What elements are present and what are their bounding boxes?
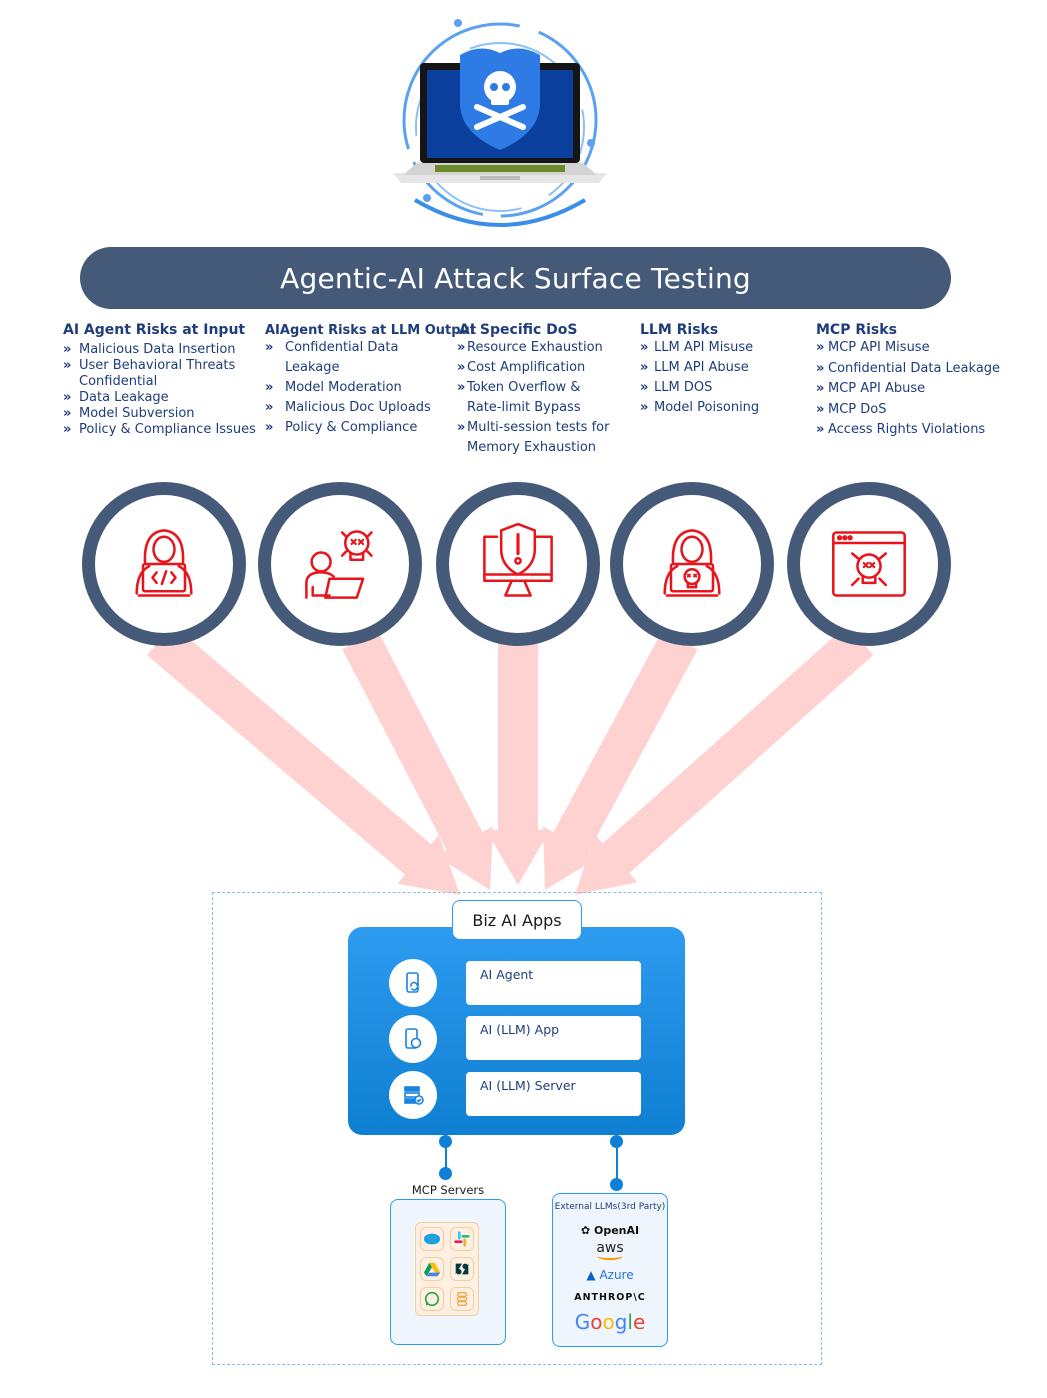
- app-row-label: AI (LLM) App: [480, 1022, 560, 1037]
- risk-column-agent-input: AI Agent Risks at Input Malicious Data I…: [63, 322, 256, 438]
- app-row-label: AI Agent: [480, 967, 534, 982]
- attack-arrow-2: [342, 630, 494, 890]
- server-check-icon: [389, 1071, 437, 1119]
- risk-item: Data Leakage: [63, 390, 256, 406]
- user-laptop-skull-icon: [305, 530, 373, 599]
- risk-item: Model Poisoning: [640, 398, 759, 418]
- google-logo: Google: [552, 1310, 668, 1334]
- risk-circle-mcp: [787, 482, 951, 646]
- google-letter: l: [627, 1310, 633, 1334]
- risk-circle-llm-output: [258, 482, 422, 646]
- risk-item: MCP API Misuse: [816, 338, 1000, 359]
- risk-item: Confidential Data Leakage: [816, 359, 1000, 380]
- attack-arrow-3: [486, 640, 550, 885]
- biz-ai-apps-title: Biz AI Apps: [452, 900, 582, 940]
- database-icon: [450, 1287, 474, 1311]
- attack-arrow-4: [542, 630, 698, 890]
- browser-skull-icon: [832, 531, 906, 597]
- mcp-logo-grid: [415, 1222, 479, 1316]
- risk-item: LLM API Abuse: [640, 358, 759, 378]
- risk-column-llm: LLM Risks LLM API Misuse LLM API Abuse L…: [640, 322, 759, 418]
- openai-icon: ✿: [580, 1224, 591, 1237]
- hacker-skull-laptop-icon: [663, 529, 721, 597]
- risk-item: Cost Amplification: [457, 358, 609, 378]
- aws-smile-icon: [597, 1252, 623, 1260]
- risk-column-llm-output: AIAgent Risks at LLM Output Confidential…: [265, 323, 476, 438]
- risk-list: Confidential Data Leakage Model Moderati…: [265, 338, 476, 438]
- google-letter: o: [602, 1310, 615, 1334]
- attack-arrow-1: [147, 624, 460, 895]
- risk-circle-ai-dos: [436, 482, 600, 646]
- risk-column-ai-dos: AI Specific DoS Resource Exhaustion Cost…: [457, 322, 609, 458]
- risk-list: LLM API Misuse LLM API Abuse LLM DOS Mod…: [640, 338, 759, 418]
- salesforce-logo-icon: [420, 1227, 444, 1251]
- external-llms-box: [552, 1193, 668, 1347]
- hacker-code-laptop-icon: [135, 529, 193, 597]
- risk-column-mcp: MCP Risks MCP API Misuse Confidential Da…: [816, 322, 1000, 441]
- app-region-boundary: [212, 892, 822, 1365]
- risk-list: MCP API Misuse Confidential Data Leakage…: [816, 338, 1000, 441]
- risk-item: Token Overflow & Rate-limit Bypass: [457, 378, 609, 418]
- aws-logo: aws: [552, 1240, 668, 1260]
- zendesk-logo-icon: [450, 1257, 474, 1281]
- google-letter: G: [574, 1310, 591, 1334]
- connector-dot: [610, 1178, 623, 1191]
- google-drive-logo-icon: [420, 1257, 444, 1281]
- phone-sync-icon: [389, 959, 437, 1007]
- azure-icon: ▲: [586, 1268, 596, 1282]
- connector-line-mcp: [445, 1141, 447, 1175]
- whatsapp-logo-icon: [420, 1287, 444, 1311]
- risk-item: Malicious Doc Uploads: [265, 398, 476, 418]
- mcp-servers-title: MCP Servers: [411, 1183, 485, 1197]
- risk-item: LLM API Misuse: [640, 338, 759, 358]
- risk-item: Policy & Compliance: [265, 418, 476, 438]
- risk-item: Confidential Data Leakage: [265, 338, 476, 378]
- risk-item: MCP API Abuse: [816, 379, 1000, 400]
- app-row-label: AI (LLM) Server: [480, 1078, 576, 1093]
- app-row-llm-app[interactable]: AI (LLM) App: [466, 1016, 641, 1060]
- external-llms-title: External LLMs(3rd Party): [554, 1202, 666, 1212]
- risk-circle-llm: [610, 482, 774, 646]
- monitor-shield-alert-icon: [483, 522, 553, 597]
- google-letter: o: [590, 1310, 603, 1334]
- risk-list: Resource Exhaustion Cost Amplification T…: [457, 338, 609, 458]
- risk-item: Policy & Compliance Issues: [63, 422, 256, 438]
- risk-item: User Behavioral Threats Confidential: [63, 358, 256, 390]
- app-row-ai-agent[interactable]: AI Agent: [466, 961, 641, 1005]
- risk-column-title: MCP Risks: [816, 322, 897, 338]
- risk-column-title: LLM Risks: [640, 322, 719, 338]
- risk-item: Malicious Data Insertion: [63, 342, 256, 358]
- slack-logo-icon: [450, 1227, 474, 1251]
- page-title: Agentic-AI Attack Surface Testing: [280, 261, 751, 295]
- connector-line-llm: [616, 1141, 618, 1185]
- phone-circle-icon: [389, 1015, 437, 1063]
- connector-dot: [439, 1135, 452, 1148]
- anthropic-logo: ANTHROP\C: [574, 1292, 646, 1303]
- google-letter: e: [632, 1310, 646, 1334]
- risk-item: LLM DOS: [640, 378, 759, 398]
- laptop-shield-skull-icon: [393, 19, 607, 227]
- risk-column-title: AIAgent Risks at LLM Output: [265, 323, 477, 338]
- risk-item: Resource Exhaustion: [457, 338, 609, 358]
- attack-arrow-5: [575, 625, 874, 895]
- risk-item: Access Rights Violations: [816, 420, 1000, 441]
- app-row-llm-server[interactable]: AI (LLM) Server: [466, 1072, 641, 1116]
- risk-item: Model Subversion: [63, 406, 256, 422]
- risk-item: Multi-session tests for Memory Exhaustio…: [457, 418, 609, 458]
- risk-item: Model Moderation: [265, 378, 476, 398]
- google-letter: g: [614, 1310, 628, 1334]
- azure-logo: ▲ Azure: [586, 1268, 634, 1282]
- risk-list: Malicious Data Insertion User Behavioral…: [63, 342, 256, 438]
- risk-column-title: AI Agent Risks at Input: [63, 322, 246, 338]
- connector-dot: [439, 1167, 452, 1180]
- connector-dot: [610, 1135, 623, 1148]
- risk-circle-agent-input: [82, 482, 246, 646]
- risk-item: MCP DoS: [816, 400, 1000, 421]
- risk-column-title: AI Specific DoS: [459, 322, 578, 338]
- title-banner: Agentic-AI Attack Surface Testing: [80, 247, 951, 309]
- openai-logo: ✿ OpenAI: [580, 1224, 640, 1237]
